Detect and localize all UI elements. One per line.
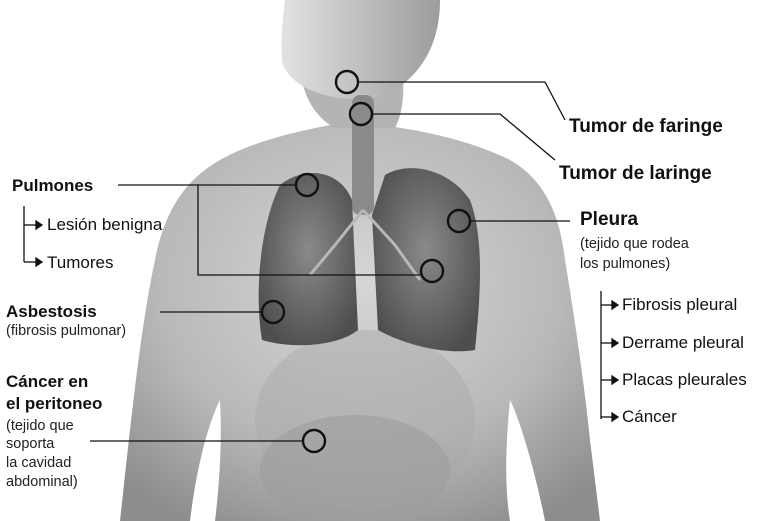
label-peritoneo-sub-2: soporta: [6, 436, 54, 452]
label-tumor-laringe: Tumor de laringe: [559, 163, 712, 184]
label-peritoneo-sub-3: la cavidad: [6, 455, 71, 471]
label-peritoneo-sub-4: abdominal): [6, 474, 78, 490]
label-asbestosis: Asbestosis: [6, 302, 97, 321]
trachea: [352, 95, 374, 215]
label-tumor-faringe: Tumor de faringe: [569, 116, 723, 137]
label-cancer: Cáncer: [622, 407, 677, 426]
label-lesion-benigna: Lesión benigna: [47, 215, 162, 234]
label-tumores: Tumores: [47, 253, 113, 272]
right-lung: [372, 168, 480, 351]
label-peritoneo-sub-1: (tejido que: [6, 418, 74, 434]
label-peritoneo-1: Cáncer en: [6, 372, 88, 391]
head-shape: [282, 0, 440, 99]
label-pulmones: Pulmones: [12, 176, 93, 195]
label-asbestosis-sub: (fibrosis pulmonar): [6, 323, 126, 339]
intestines: [260, 415, 450, 521]
label-pleura-sub-1: (tejido que rodea: [580, 236, 689, 252]
label-derrame-pleural: Derrame pleural: [622, 333, 744, 352]
label-pleura: Pleura: [580, 209, 638, 230]
label-pleura-sub-2: los pulmones): [580, 256, 670, 272]
label-placas-pleurales: Placas pleurales: [622, 370, 747, 389]
label-fibrosis-pleural: Fibrosis pleural: [622, 295, 737, 314]
label-peritoneo-2: el peritoneo: [6, 394, 102, 413]
